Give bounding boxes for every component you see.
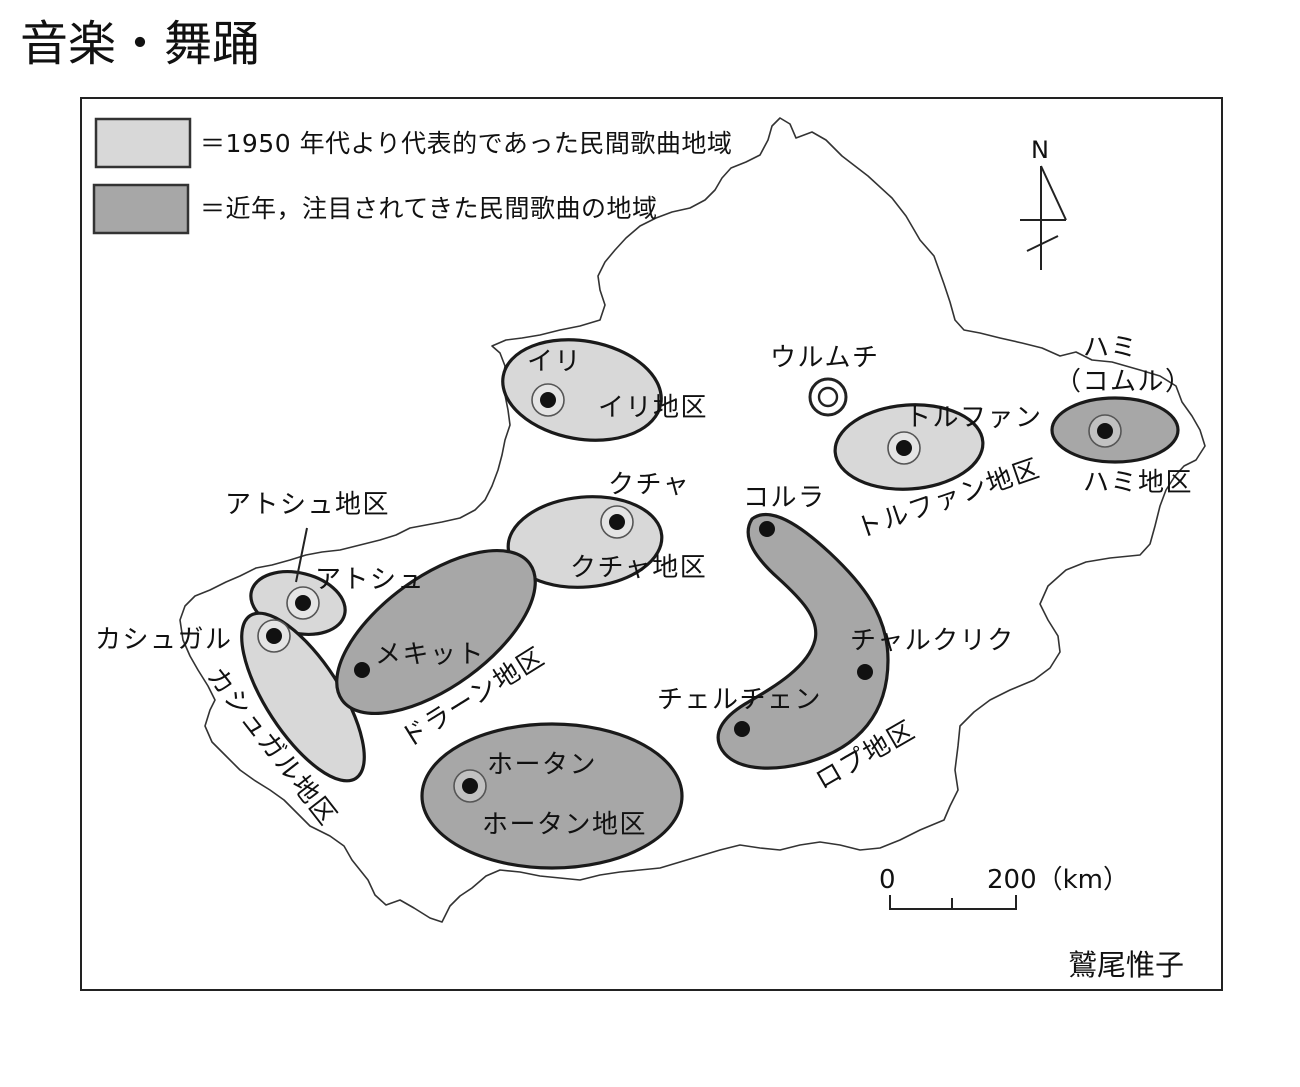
kashgar-city-dot bbox=[266, 628, 282, 644]
cherchen-label: チェルチェン bbox=[657, 685, 822, 715]
hotan-city-dot bbox=[462, 778, 478, 794]
hami-city-label: ハミ bbox=[1083, 333, 1138, 363]
dolan-region-ellipse bbox=[335, 548, 537, 716]
hami-region-label: ハミ地区 bbox=[1083, 468, 1193, 498]
north-arrow-head-slant bbox=[1040, 165, 1067, 221]
hotan-city-label: ホータン bbox=[487, 750, 597, 780]
region-dolan bbox=[335, 548, 537, 716]
hotan-region-ellipse bbox=[420, 722, 684, 870]
urumqi-marker bbox=[808, 377, 848, 417]
kucha-region-label: クチャ地区 bbox=[570, 553, 707, 583]
north-arrow-label: N bbox=[1031, 136, 1049, 164]
page-title: 音楽・舞踊 bbox=[20, 16, 260, 72]
ili-city-dot bbox=[540, 392, 556, 408]
hotan-region-label: ホータン地区 bbox=[482, 810, 647, 840]
legend-swatch-established bbox=[94, 117, 192, 169]
north-arrow: N bbox=[1020, 136, 1067, 270]
hami-city-dot bbox=[1097, 423, 1113, 439]
scale-end-label: 200（km） bbox=[987, 865, 1129, 895]
korla-city-dot bbox=[759, 521, 775, 537]
urumqi-label: ウルムチ bbox=[770, 343, 879, 373]
scale-zero-label: 0 bbox=[879, 865, 896, 895]
region-ili bbox=[501, 338, 663, 442]
legend: ＝1950 年代より代表的であった民間歌曲地域 ＝近年，注目されてきた民間歌曲の… bbox=[92, 117, 732, 235]
charkilik-label: チャルクリク bbox=[850, 626, 1015, 656]
kashgar-city-label: カシュガル bbox=[95, 625, 233, 655]
hami-region-ellipse bbox=[1050, 396, 1180, 464]
legend-swatch-recent bbox=[92, 183, 190, 235]
ili-region-label: イリ地区 bbox=[598, 393, 708, 423]
scale-bar: 0 200（km） bbox=[879, 865, 1129, 910]
ili-city-label: イリ bbox=[527, 347, 582, 377]
region-hami bbox=[1050, 396, 1180, 464]
mekit-label: メキット bbox=[375, 640, 485, 670]
region-lop bbox=[716, 512, 890, 770]
charkilik-city-dot bbox=[857, 664, 873, 680]
hami-alt-label: （コムル） bbox=[1055, 367, 1193, 397]
north-arrow-cross bbox=[1026, 235, 1059, 252]
urumqi-inner-circle bbox=[817, 386, 839, 408]
author-credit: 鷲尾惟子 bbox=[1068, 948, 1184, 982]
korla-label: コルラ bbox=[743, 483, 826, 513]
region-turfan bbox=[833, 403, 985, 491]
atush-region-leader-line bbox=[295, 527, 308, 583]
legend-label-established: ＝1950 年代より代表的であった民間歌曲地域 bbox=[200, 129, 732, 158]
region-kucha bbox=[506, 495, 664, 589]
cherchen-city-dot bbox=[734, 721, 750, 737]
turfan-city-dot bbox=[896, 440, 912, 456]
atush-city-label: アトシュ bbox=[315, 565, 425, 595]
legend-label-recent: ＝近年，注目されてきた民間歌曲の地域 bbox=[200, 194, 658, 223]
atush-region-label: アトシュ地区 bbox=[225, 490, 390, 520]
kashgar-region-ellipse bbox=[240, 611, 366, 783]
mekit-city-dot bbox=[354, 662, 370, 678]
atush-city-dot bbox=[295, 595, 311, 611]
region-hotan bbox=[420, 722, 684, 870]
region-kashgar bbox=[240, 611, 366, 783]
kucha-city-label: クチャ bbox=[608, 470, 690, 500]
kucha-city-dot bbox=[609, 514, 625, 530]
lop-region-shape bbox=[716, 512, 890, 770]
turfan-city-label: トルファン bbox=[905, 403, 1043, 433]
